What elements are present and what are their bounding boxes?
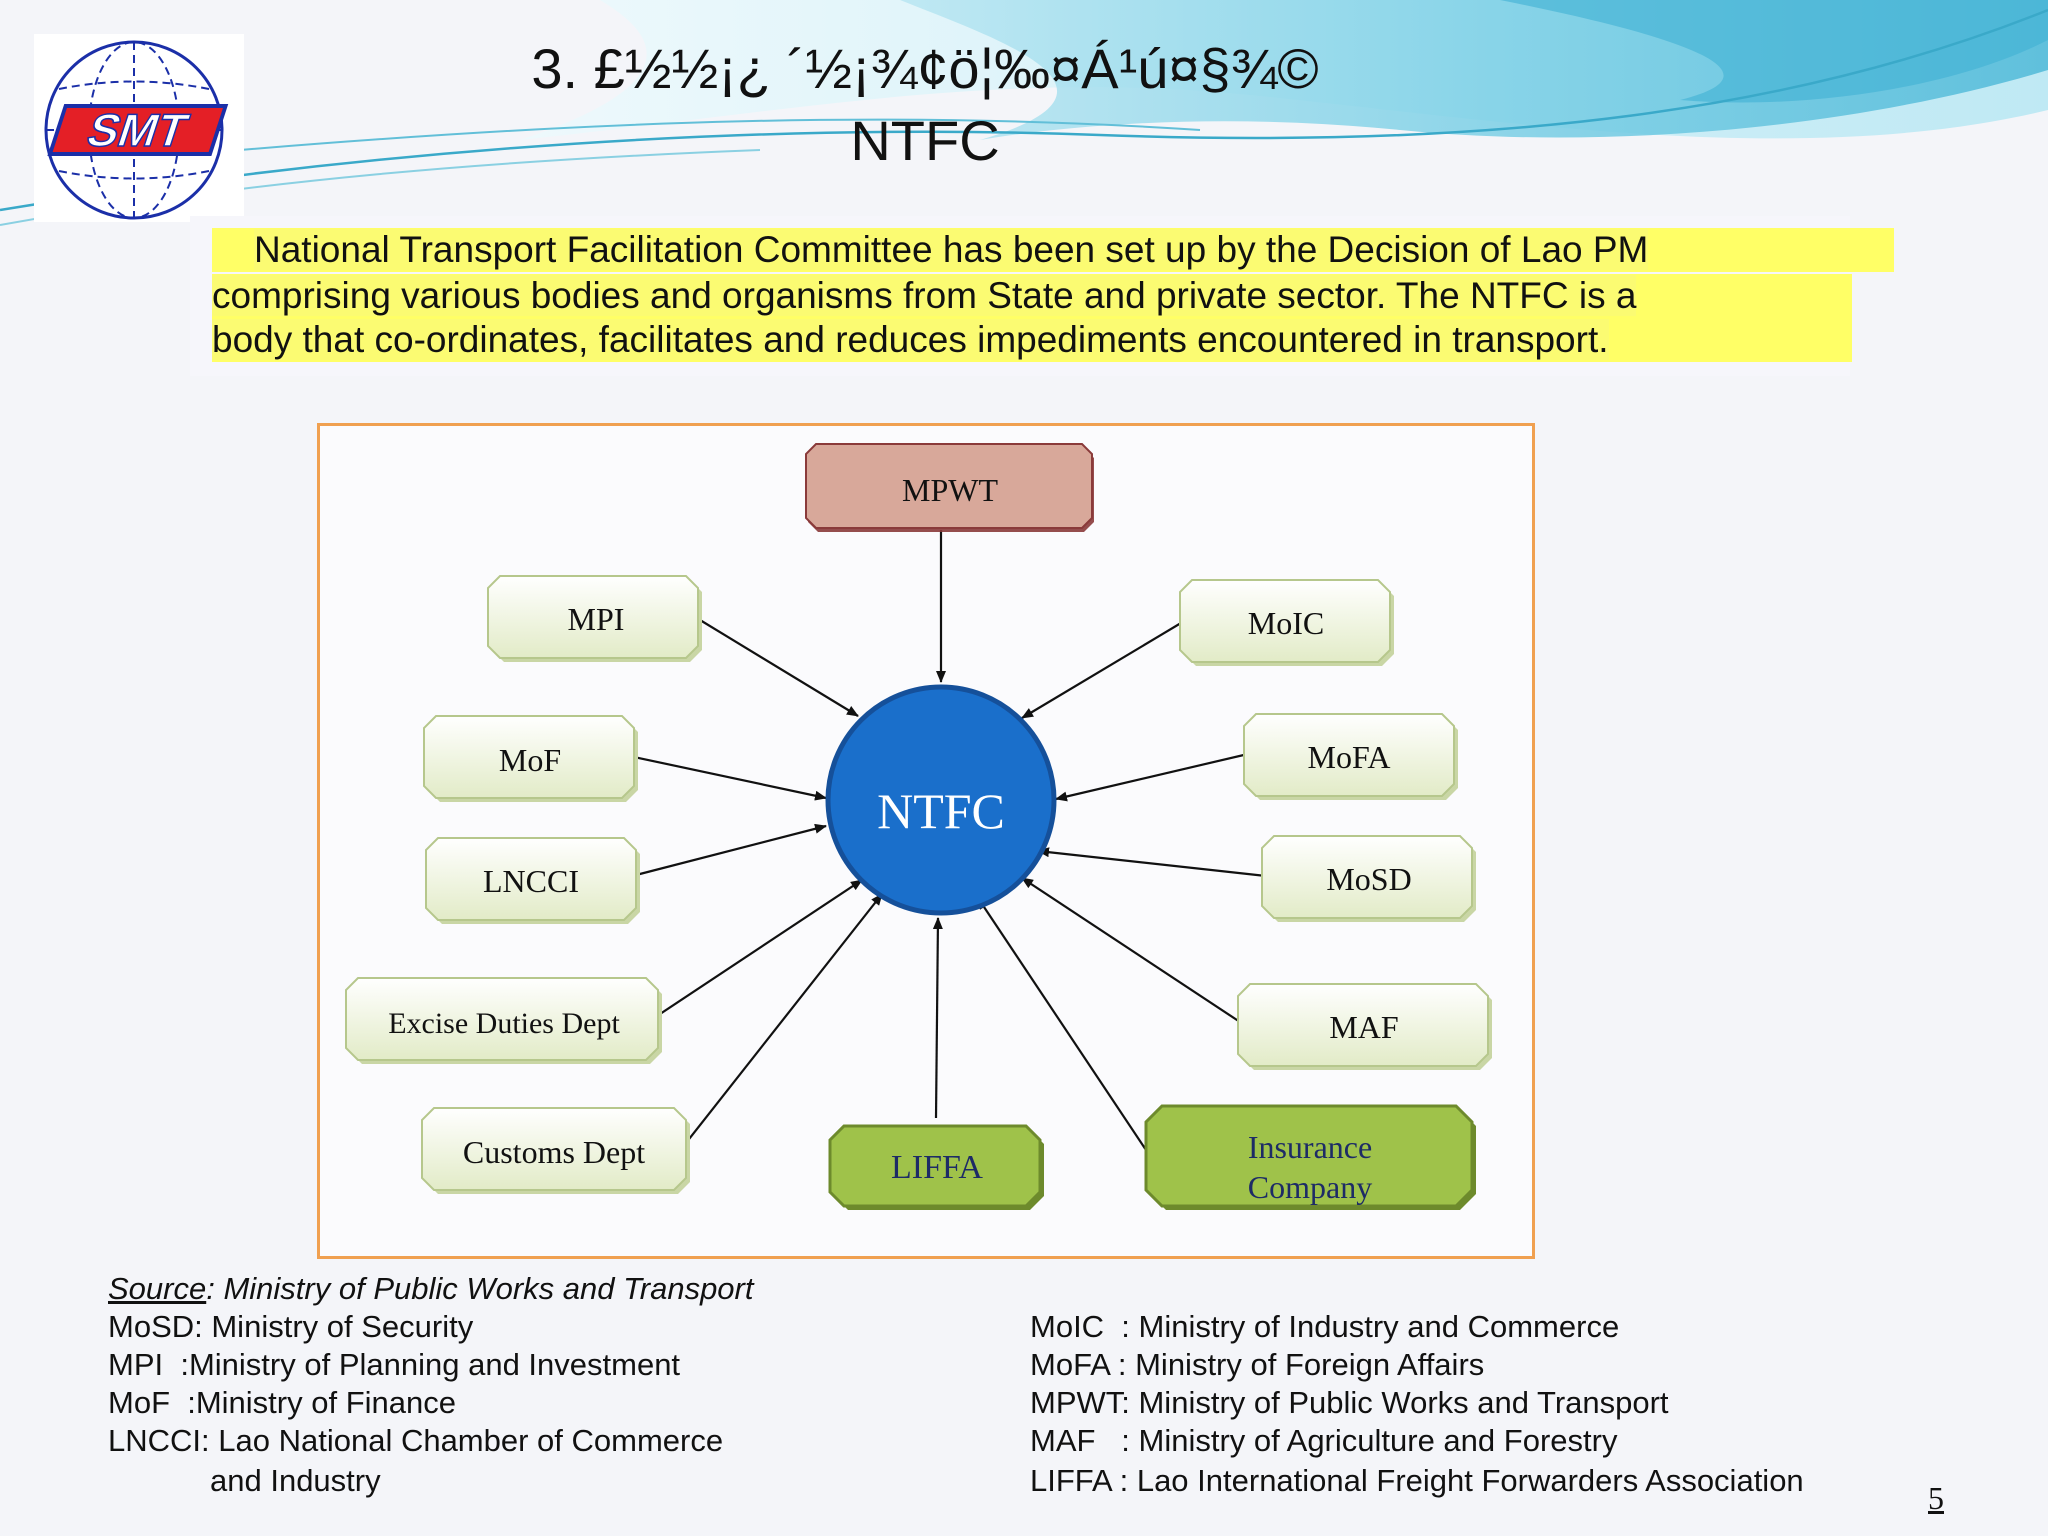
legend-left-4: and Industry xyxy=(210,1463,381,1498)
node-mof-label: MoF xyxy=(499,742,561,778)
node-insurance-label-line2: Company xyxy=(1248,1169,1372,1205)
node-maf-label: MAF xyxy=(1329,1009,1398,1045)
smt-logo: SMT xyxy=(34,34,244,222)
arrow-mosd xyxy=(1037,847,1267,878)
node-moic: MoIC xyxy=(1179,579,1394,666)
legend-right-0: MoIC : Ministry of Industry and Commerce xyxy=(1030,1309,1620,1344)
page-number: 5 xyxy=(1928,1480,1944,1516)
node-mofa-label: MoFA xyxy=(1308,739,1391,775)
node-liffa: LIFFA xyxy=(828,1124,1044,1210)
node-lncci: LNCCI xyxy=(425,837,640,924)
node-mofa: MoFA xyxy=(1243,713,1458,800)
arrow-mof xyxy=(633,755,827,801)
intro-paragraph: National Transport Facilitation Committe… xyxy=(190,216,1894,376)
node-ntfc-center: NTFC xyxy=(825,684,1057,916)
arrow-customs xyxy=(681,893,883,1149)
legend-right-4: LIFFA : Lao International Freight Forwar… xyxy=(1030,1463,1804,1498)
globe-logo-icon: SMT xyxy=(44,40,229,220)
node-excise-duties-dept: Excise Duties Dept xyxy=(345,977,662,1064)
arrow-moic xyxy=(1021,619,1187,719)
slide-title: 3. £½½¡¿ ´½¡¾¢ö¦‰¤Á¹ú¤§¾© xyxy=(531,37,1319,100)
node-moic-label: MoIC xyxy=(1248,605,1324,641)
node-ntfc-label: NTFC xyxy=(877,783,1005,839)
node-customs-label: Customs Dept xyxy=(463,1134,645,1170)
slide-title-subtitle: NTFC xyxy=(850,109,1000,172)
source-text: : Ministry of Public Works and Transport xyxy=(206,1271,754,1306)
node-mosd-label: MoSD xyxy=(1326,861,1411,897)
legend-left-3: LNCCI: Lao National Chamber of Commerce xyxy=(108,1423,724,1458)
legend-right-1: MoFA : Ministry of Foreign Affairs xyxy=(1030,1347,1485,1382)
arrow-mpi xyxy=(699,619,859,717)
arrow-liffa xyxy=(932,917,943,1119)
node-lncci-label: LNCCI xyxy=(483,863,579,899)
intro-line-1: National Transport Facilitation Committe… xyxy=(212,228,1894,272)
arrow-excise xyxy=(653,879,863,1019)
node-mpi: MPI xyxy=(487,575,702,662)
node-maf: MAF xyxy=(1237,983,1492,1070)
arrow-lncci xyxy=(635,823,827,877)
arrow-mofa xyxy=(1055,752,1249,802)
node-mpi-label: MPI xyxy=(568,601,625,637)
node-mpwt-label: MPWT xyxy=(902,472,998,508)
node-excise-label: Excise Duties Dept xyxy=(388,1007,620,1040)
node-insurance-company: Insurance Company xyxy=(1144,1104,1476,1210)
arrow-insurance xyxy=(977,897,1151,1157)
source-note: Source: Ministry of Public Works and Tra… xyxy=(108,1270,754,1308)
intro-line-3: body that co-ordinates, facilitates and … xyxy=(212,318,1852,362)
legend-left-1: MPI :Ministry of Planning and Investment xyxy=(108,1347,681,1382)
legend-left-2: MoF :Ministry of Finance xyxy=(108,1385,456,1420)
node-customs-dept: Customs Dept xyxy=(421,1107,690,1194)
node-liffa-label: LIFFA xyxy=(891,1149,983,1186)
legend-right-2: MPWT: Ministry of Public Works and Trans… xyxy=(1030,1385,1669,1420)
node-mof: MoF xyxy=(423,715,638,802)
node-mpwt: MPWT xyxy=(805,443,1094,532)
source-label: Source xyxy=(108,1271,207,1306)
intro-line-2: comprising various bodies and organisms … xyxy=(212,274,1852,318)
svg-text:SMT: SMT xyxy=(81,105,195,157)
node-mosd: MoSD xyxy=(1261,835,1476,922)
legend-right-3: MAF : Ministry of Agriculture and Forest… xyxy=(1030,1423,1618,1458)
node-insurance-label-line1: Insurance xyxy=(1248,1129,1372,1165)
legend-left-0: MoSD: Ministry of Security xyxy=(108,1309,474,1344)
header-wave-decoration xyxy=(0,0,2048,226)
connector-arrows xyxy=(633,530,1267,1157)
arrow-maf xyxy=(1021,877,1241,1023)
